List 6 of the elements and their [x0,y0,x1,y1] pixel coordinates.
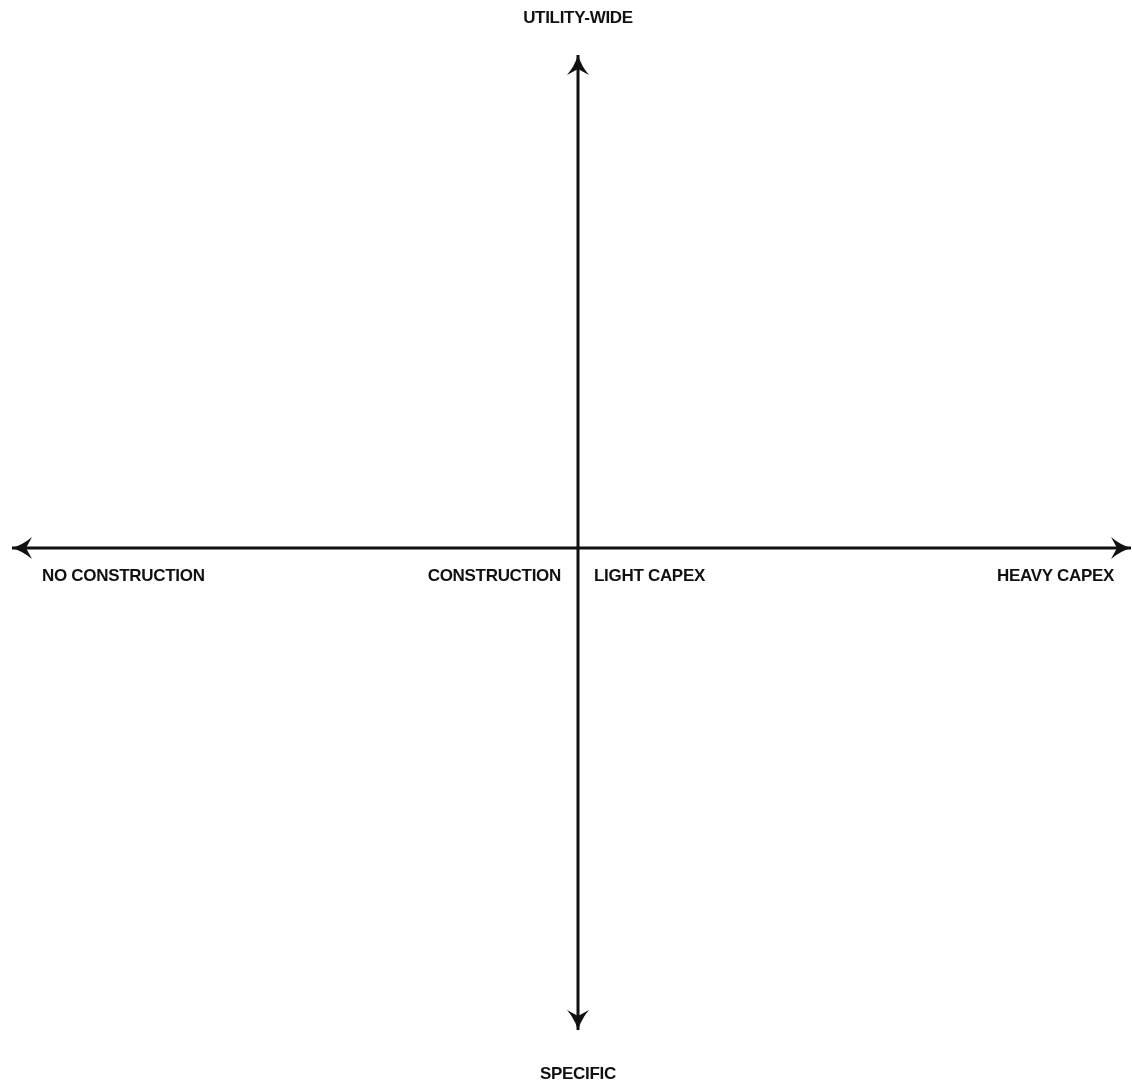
axis-label: SPECIFIC [540,1064,616,1084]
axis-label: UTILITY-WIDE [523,8,633,28]
axis-label: HEAVY CAPEX [997,566,1114,586]
axis-label: CONSTRUCTION [427,566,561,586]
axis-label: LIGHT CAPEX [594,566,705,586]
axis-label: NO CONSTRUCTION [42,566,205,586]
